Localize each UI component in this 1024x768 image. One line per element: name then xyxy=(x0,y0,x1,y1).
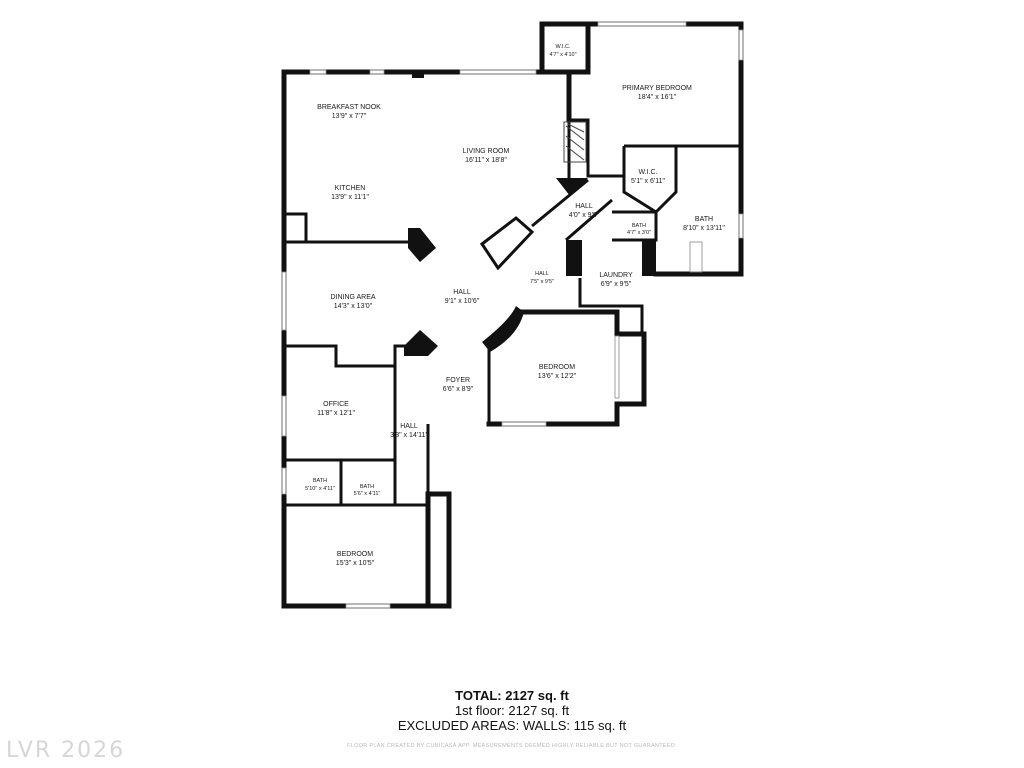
wall-hall-lower xyxy=(393,346,430,505)
room-dim-bath-primary: 8'10" x 13'11" xyxy=(683,225,725,232)
room-name-laundry: LAUNDRY xyxy=(599,272,633,279)
room-name-primary-bedroom: PRIMARY BEDROOM xyxy=(622,85,692,92)
window-frame-bath-side xyxy=(738,213,744,239)
wall-primary-outline xyxy=(539,21,744,277)
room-labels: BREAKFAST NOOK 13'9" x 7'7" KITCHEN 13'9… xyxy=(305,44,725,567)
room-name-dining-area: DINING AREA xyxy=(330,294,375,301)
wall-dining-office xyxy=(284,344,426,368)
room-name-kitchen: KITCHEN xyxy=(335,185,366,192)
room-dim-hall-upper: 4'0" x 9'9" xyxy=(569,212,600,219)
area-summary: TOTAL: 2127 sq. ft 1st floor: 2127 sq. f… xyxy=(0,688,1024,733)
wall-primary-south xyxy=(569,118,624,178)
total-area: TOTAL: 2127 sq. ft xyxy=(455,688,569,703)
curved-wall-bedroom xyxy=(482,306,524,352)
room-dim-bath-center: 5'6" x 4'11" xyxy=(354,491,381,497)
room-dim-bedroom-bottom: 15'3" x 10'5" xyxy=(336,560,375,567)
room-dim-dining-area: 14'3" x 13'0" xyxy=(334,303,373,310)
room-dim-breakfast-nook: 13'9" x 7'7" xyxy=(332,113,367,120)
fireplace xyxy=(563,121,587,163)
room-name-office: OFFICE xyxy=(323,401,349,408)
laundry-column xyxy=(566,240,582,276)
window-frame-office xyxy=(281,395,287,437)
room-name-bedroom-right: BEDROOM xyxy=(539,364,575,371)
excluded-area: EXCLUDED AREAS: WALLS: 115 sq. ft xyxy=(397,718,627,733)
room-dim-living-room: 16'11" x 18'8" xyxy=(465,157,507,164)
room-dim-laundry: 6'9" x 9'5" xyxy=(601,281,632,288)
room-name-breakfast-nook: BREAKFAST NOOK xyxy=(317,104,381,111)
wall-north-kitchen xyxy=(281,69,572,123)
room-dim-foyer: 6'6" x 8'9" xyxy=(443,386,474,393)
floor-plan: BREAKFAST NOOK 13'9" x 7'7" KITCHEN 13'9… xyxy=(281,21,744,609)
room-dim-bath-left: 5'10" x 4'11" xyxy=(305,486,335,492)
wall-right-bedroom xyxy=(486,309,647,427)
room-name-hall-center: HALL xyxy=(453,289,471,296)
angled-hall-walls xyxy=(479,178,613,271)
fireplace-hearth xyxy=(563,121,587,163)
room-name-bedroom-bottom: BEDROOM xyxy=(337,551,373,558)
wall-kitchen-pantry xyxy=(284,212,308,242)
interior-walls xyxy=(284,118,741,507)
wall-bottom-bedroom xyxy=(281,491,452,609)
room-dim-bedroom-right: 13'6" x 12'2" xyxy=(538,373,577,380)
room-dim-kitchen: 13'9" x 11'1" xyxy=(331,194,369,201)
fireplace-hatch xyxy=(565,123,585,161)
room-name-wic-mid: W.I.C. xyxy=(638,169,657,176)
room-dim-hall-lower: 3'3" x 14'11" xyxy=(390,432,428,439)
room-name-hall-upper: HALL xyxy=(575,203,593,210)
room-name-bath-center: BATH xyxy=(360,484,374,490)
room-name-hall-lower: HALL xyxy=(400,423,418,430)
laundry-column-right xyxy=(642,240,656,276)
window-frame-bath-left xyxy=(281,467,287,495)
wall-blocks xyxy=(404,70,656,356)
wall-wic-top-inner xyxy=(539,21,591,75)
room-name-bath-left: BATH xyxy=(313,478,327,484)
window-frame-living xyxy=(459,69,537,75)
room-name-hall-mid: HALL xyxy=(535,271,549,277)
watermark: LVR 2026 xyxy=(6,738,126,763)
room-dim-hall-center: 9'1" x 10'6" xyxy=(445,298,480,305)
window-frames xyxy=(281,21,744,609)
vent-north xyxy=(412,70,424,78)
room-name-wic-top: W.I.C. xyxy=(556,44,571,50)
window-frame-bedroom-right xyxy=(501,421,547,427)
room-dim-wic-top: 4'7" x 4'10" xyxy=(549,52,576,58)
room-name-foyer: FOYER xyxy=(446,377,470,384)
column-foyer xyxy=(404,330,438,356)
room-name-living-room: LIVING ROOM xyxy=(463,148,510,155)
window-frame-dining xyxy=(281,271,287,331)
window-frame-nook-2 xyxy=(369,69,385,75)
windows xyxy=(282,22,743,608)
room-name-bath-primary: BATH xyxy=(695,216,713,223)
window-frame-nook-1 xyxy=(309,69,327,75)
room-dim-hall-mid: 7'5" x 9'5" xyxy=(530,279,554,285)
hall-angle-right xyxy=(531,178,613,242)
floor-area: 1st floor: 2127 sq. ft xyxy=(454,703,570,718)
fireplace-wall xyxy=(556,178,588,196)
column-kitchen xyxy=(408,228,436,262)
disclaimer: FLOOR PLAN CREATED BY CUBICASA APP. MEAS… xyxy=(347,743,677,749)
window-frame-primary-top xyxy=(597,21,687,27)
window-frame-bedroom-side xyxy=(614,335,620,399)
tub-primary-bath xyxy=(689,241,703,273)
wall-bath-divider xyxy=(339,460,428,507)
room-dim-wic-mid: 5'1" x 6'11" xyxy=(631,178,665,185)
wall-bath-small xyxy=(612,210,658,242)
room-name-bath-small: BATH xyxy=(632,223,646,229)
hall-angle-left xyxy=(479,216,535,271)
room-dim-bath-small: 4'7" x 3'0" xyxy=(627,230,651,236)
room-dim-primary-bedroom: 18'4" x 16'1" xyxy=(638,94,677,101)
window-frame-bedroom-bottom xyxy=(345,603,391,609)
wall-laundry xyxy=(578,278,644,334)
window-frame-primary-side xyxy=(738,29,744,61)
room-dim-office: 11'8" x 12'1" xyxy=(317,410,355,417)
